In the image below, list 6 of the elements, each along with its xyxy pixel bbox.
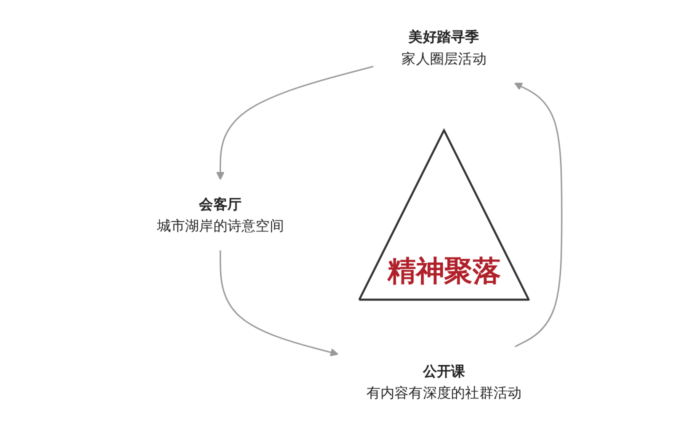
node-text: 公开课 有内容有深度的社群活动 (366, 362, 522, 401)
arrow (514, 82, 562, 348)
arrow (220, 250, 338, 356)
node-text: 会客厅 城市湖岸的诗意空间 (156, 196, 284, 234)
arrow (216, 66, 374, 180)
node-text: 美好踏寻季 家人圈层活动 (402, 28, 486, 67)
